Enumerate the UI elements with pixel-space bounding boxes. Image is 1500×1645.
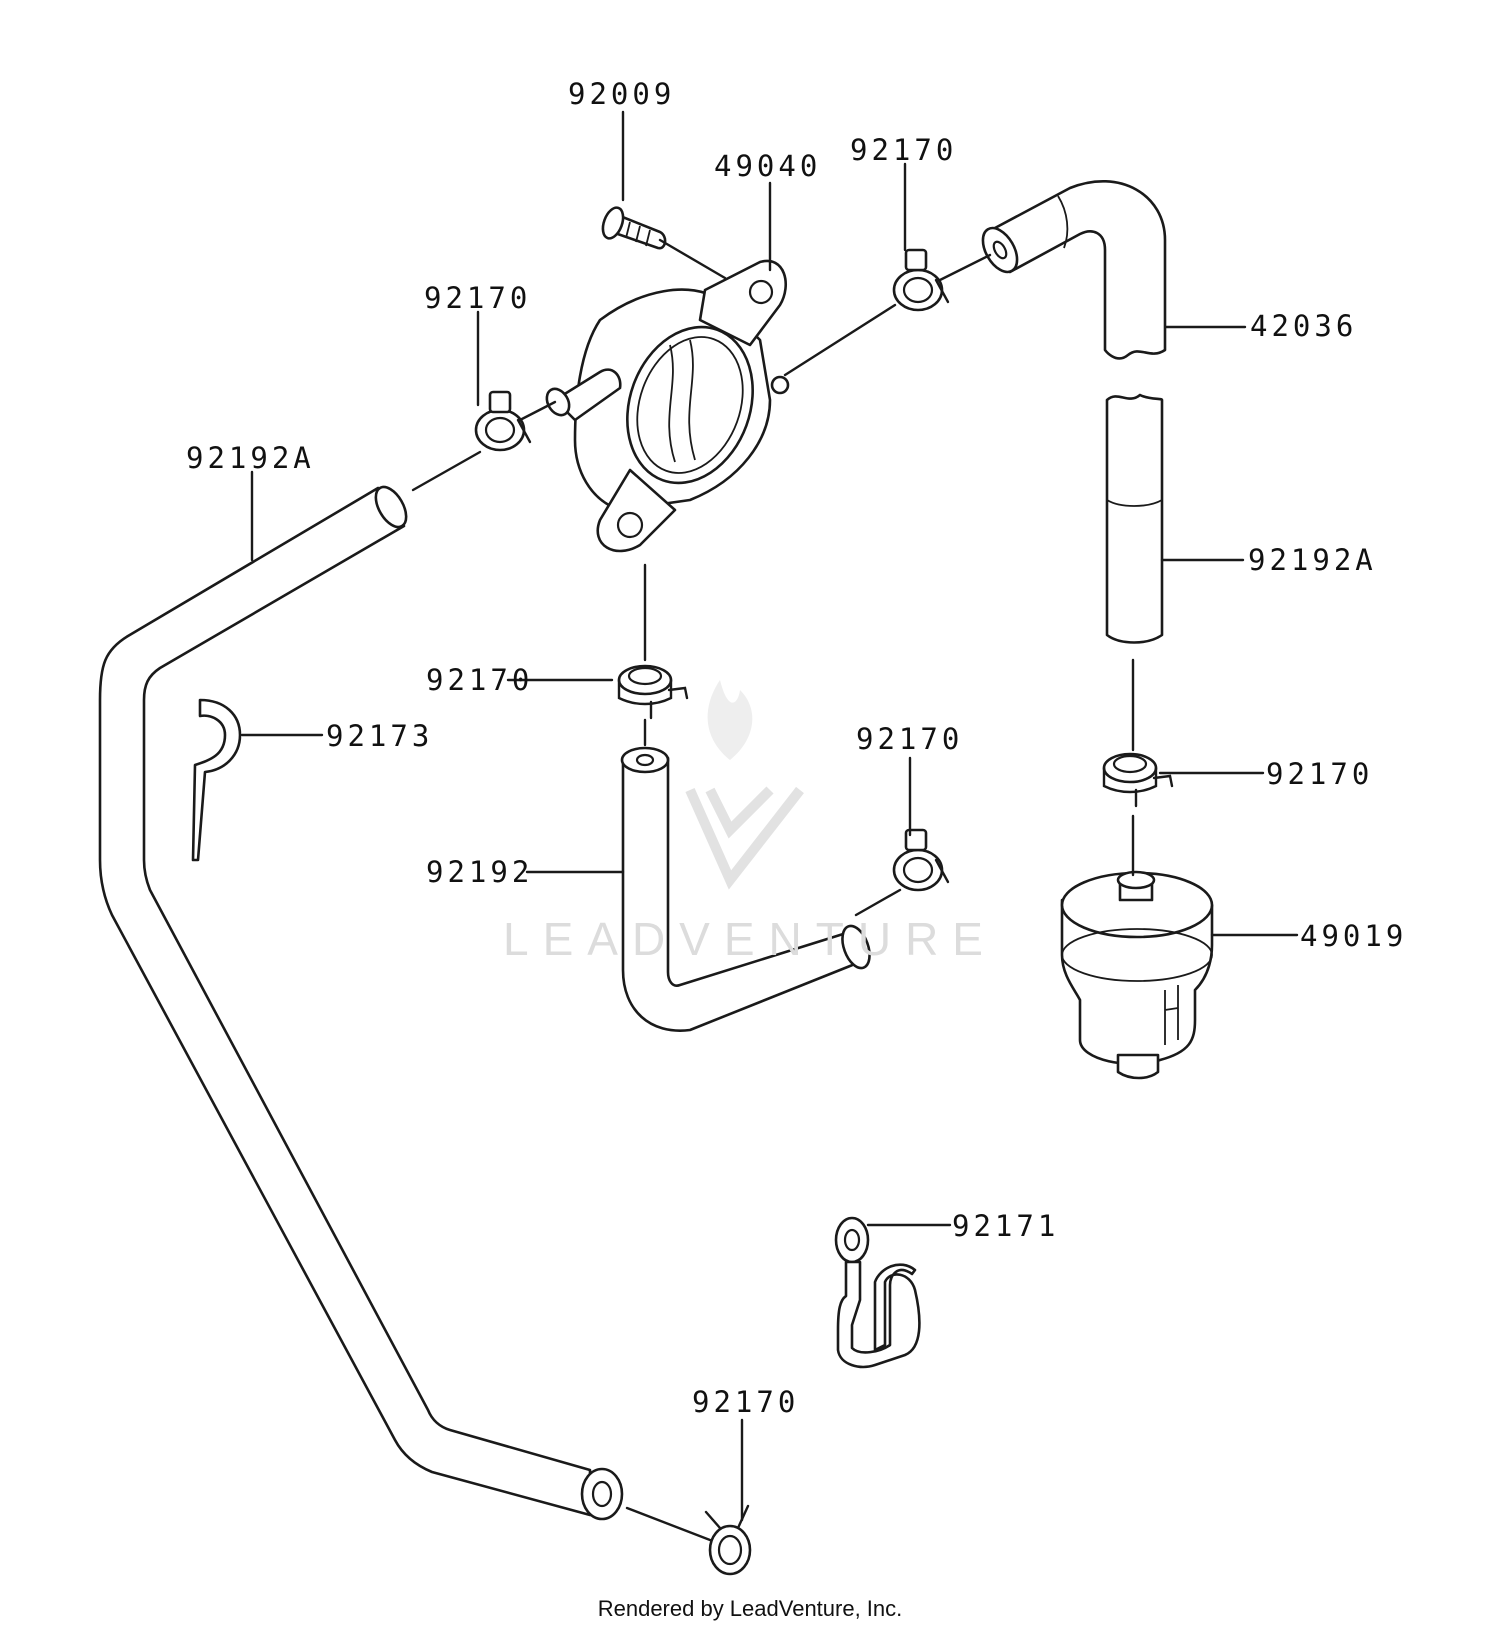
bolt-92009 xyxy=(601,206,667,250)
fuel-filter-49019 xyxy=(1060,870,1214,1080)
label-92170-top: 92170 xyxy=(850,133,958,167)
leader-lines xyxy=(240,110,1299,1542)
spring-clamp-bottom xyxy=(704,1504,752,1576)
label-92170-bottom: 92170 xyxy=(692,1385,800,1419)
label-92170-mid: 92170 xyxy=(856,722,964,756)
spring-clamp-left xyxy=(474,390,532,452)
label-92171: 92171 xyxy=(952,1209,1060,1243)
watermark-logo xyxy=(685,680,804,890)
fuel-pump-49040 xyxy=(545,259,790,553)
label-92170-left: 92170 xyxy=(424,281,532,315)
label-92192A-left: 92192A xyxy=(186,441,315,475)
spring-clamp-right xyxy=(1102,752,1174,808)
clamp-92173 xyxy=(191,698,242,862)
spring-clamp-center xyxy=(617,664,689,720)
label-49019: 49019 xyxy=(1300,919,1408,953)
label-92170-right: 92170 xyxy=(1266,757,1374,791)
clamp-92171 xyxy=(834,1216,921,1369)
label-92173: 92173 xyxy=(326,719,434,753)
label-92170-center: 92170 xyxy=(426,663,534,697)
label-92192A-right: 92192A xyxy=(1248,543,1377,577)
label-92192: 92192 xyxy=(426,855,534,889)
spring-clamp-mid xyxy=(892,828,950,892)
render-credit: Rendered by LeadVenture, Inc. xyxy=(597,1596,903,1621)
label-92009: 92009 xyxy=(568,77,676,111)
spring-clamp-top xyxy=(892,248,950,312)
hose-42036 xyxy=(981,180,1167,360)
watermark-text: LEADVENTURE xyxy=(503,913,997,965)
hose-92192 xyxy=(620,746,871,1032)
label-49040: 49040 xyxy=(714,149,822,183)
hose-92192A-left xyxy=(98,485,624,1521)
label-42036: 42036 xyxy=(1250,309,1358,343)
hose-92192A-right xyxy=(1105,393,1164,644)
